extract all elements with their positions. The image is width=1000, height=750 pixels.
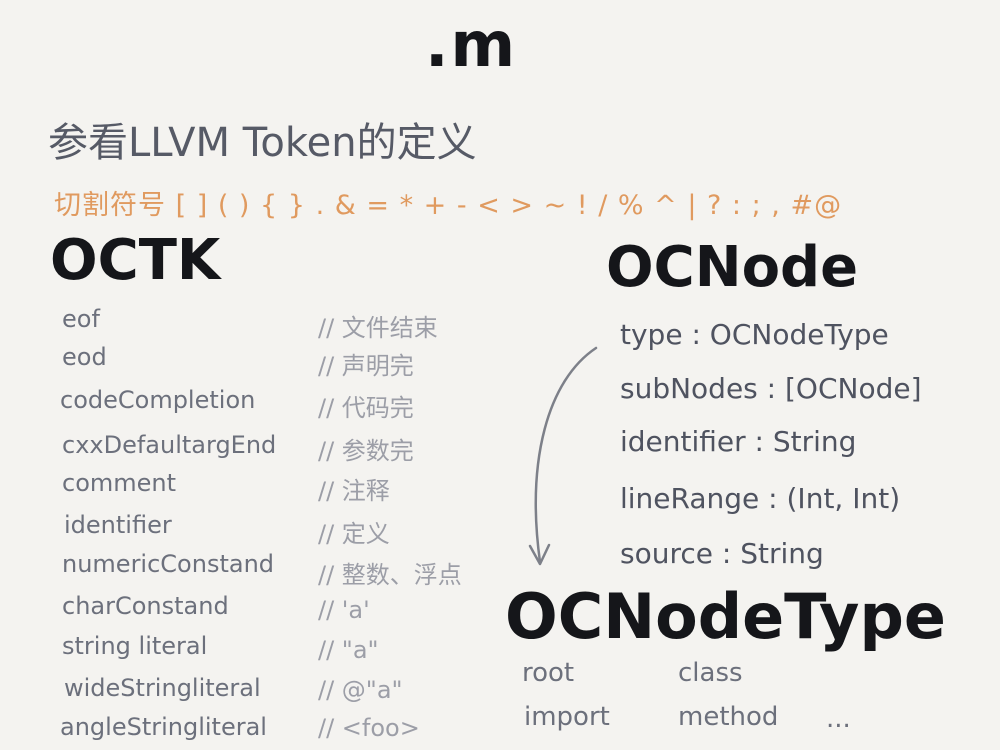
ocnodetype-item-method: method (678, 702, 779, 732)
token-comment: // 参数完 (318, 437, 414, 465)
token-identifier: identifier (64, 511, 172, 539)
token-comment: // 代码完 (318, 394, 414, 422)
token-comment: // <foo> (318, 714, 420, 742)
ocnode-property-type: type : OCNodeType (620, 318, 889, 351)
ocnode-property-linerange: lineRange : (Int, Int) (620, 482, 901, 515)
file-extension-title: .m (425, 8, 518, 81)
ocnode-property-subnodes: subNodes : [OCNode] (620, 372, 922, 405)
token-comment: // @"a" (318, 676, 403, 704)
token-cxxdefaultargend: cxxDefaultargEnd (62, 431, 277, 459)
token-comment: // 文件结束 (318, 314, 438, 342)
ocnode-property-source: source : String (620, 537, 824, 570)
token-eof: eof (62, 305, 100, 333)
token-comment: // 声明完 (318, 352, 414, 380)
token-comment: // 整数、浮点 (318, 561, 462, 589)
ocnode-title: OCNode (606, 235, 859, 300)
ocnodetype-item-root: root (522, 658, 575, 688)
delimiters-line: 切割符号 [ ] ( ) { } . & = * + - < > ~ ! / %… (54, 190, 843, 221)
token-stringliteral: string literal (62, 632, 208, 660)
ocnodetype-item-import: import (524, 702, 610, 732)
token-comment: // "a" (318, 636, 379, 664)
ocnode-property-identifier: identifier : String (620, 425, 857, 458)
llvm-token-heading: 参看LLVM Token的定义 (48, 120, 477, 166)
ocnodetype-title: OCNodeType (505, 580, 946, 653)
token-eod: eod (62, 343, 107, 371)
token-codecompletion: codeCompletion (60, 386, 256, 414)
token-comment: // 'a' (318, 596, 370, 624)
ocnodetype-item-ellipsis: ... (826, 704, 851, 734)
token-anglestringliteral: angleStringliteral (60, 713, 267, 741)
octk-title: OCTK (50, 228, 221, 293)
token-comment: // 注释 (318, 477, 390, 505)
token-charconstand: charConstand (62, 592, 229, 620)
token-comment: // 定义 (318, 520, 390, 548)
token-numericconstand: numericConstand (62, 550, 275, 578)
token-widestringliteral: wideStringliteral (64, 674, 261, 702)
ocnodetype-item-class: class (678, 658, 743, 688)
token-comment-name: comment (62, 469, 177, 497)
